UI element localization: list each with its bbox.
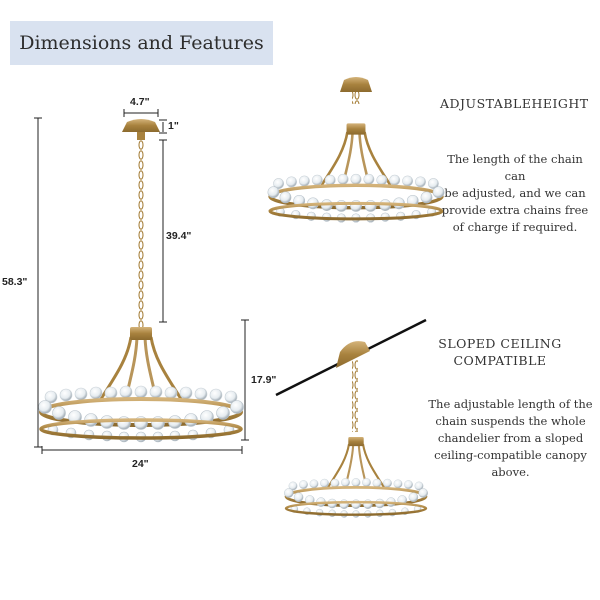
- adjustable-height-heading: ADJUSTABLEHEIGHT: [440, 96, 589, 111]
- total-height-label: 58.3": [2, 276, 28, 288]
- canopy-width-label: 4.7": [130, 96, 150, 108]
- main-chandelier: [36, 119, 246, 444]
- chain-length-label: 39.4": [166, 230, 192, 242]
- body-height-label: 17.9": [251, 374, 277, 386]
- diameter-label: 24": [132, 458, 149, 470]
- canopy-height-label: 1": [168, 120, 179, 132]
- sloped-ceiling-heading: SLOPED CEILING COMPATIBLE: [438, 336, 562, 368]
- page-title: Dimensions and Features: [19, 32, 264, 54]
- adjustable-height-chandelier: [266, 77, 446, 225]
- adjustable-height-description: The length of the chain can be adjusted,…: [441, 152, 589, 234]
- title-banner: Dimensions and Features: [10, 21, 273, 65]
- dimension-lines: [34, 109, 249, 454]
- sloped-ceiling-chandelier: [275, 318, 430, 519]
- sloped-ceiling-description: The adjustable length of the chain suspe…: [428, 397, 593, 479]
